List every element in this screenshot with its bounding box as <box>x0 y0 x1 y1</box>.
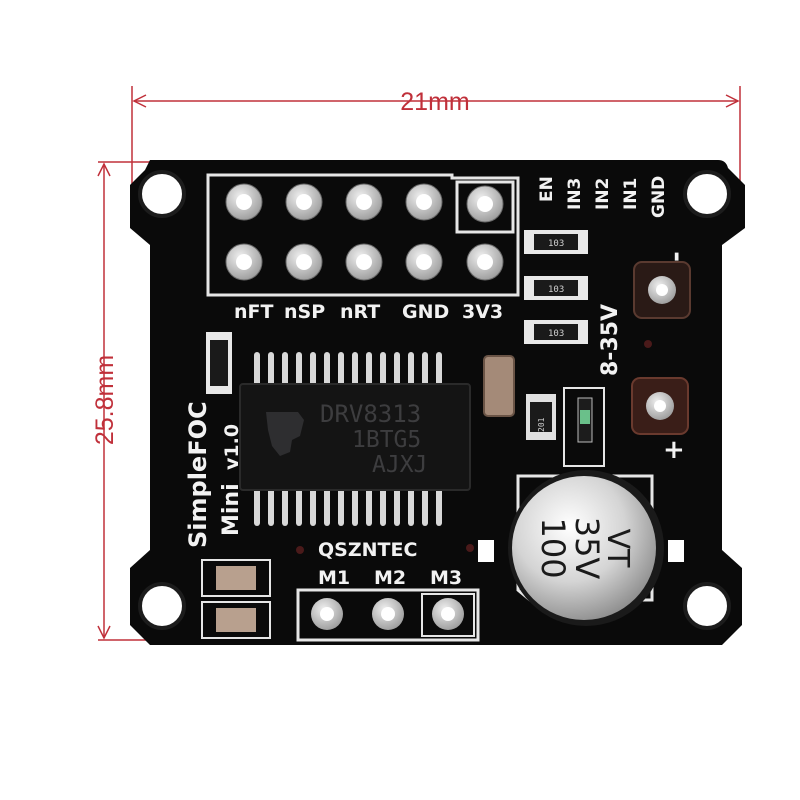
capacitor-marking: VT 35V 100 <box>534 517 635 580</box>
label-nsp: nSP <box>284 301 325 323</box>
label-side-gnd: GND <box>649 176 669 218</box>
led-icon <box>580 410 590 424</box>
label-m3: M3 <box>430 567 462 589</box>
width-dimension-label: 21mm <box>400 88 469 116</box>
pin-header <box>206 173 520 297</box>
label-in3: IN3 <box>565 178 585 210</box>
ic-line-2: 1BTG5 <box>352 427 421 453</box>
capacitor-series: VT <box>600 529 635 569</box>
small-pads <box>296 340 684 562</box>
label-in2: IN2 <box>593 178 613 210</box>
motor-terminals <box>296 588 480 642</box>
resistor-code-3: 103 <box>548 329 564 339</box>
ic-line-3: AJXJ <box>372 452 427 478</box>
height-dimension-label: 25.8mm <box>91 355 119 445</box>
side-pin-labels: EN IN3 IN2 IN1 GND <box>537 176 669 218</box>
label-m2: M2 <box>374 567 406 589</box>
capacitor-value: 100 <box>534 517 572 578</box>
voltage-label: 8-35V <box>598 304 623 376</box>
driver-ic: DRV8313 1BTG5 AJXJ <box>239 352 471 526</box>
label-in1: IN1 <box>621 178 641 210</box>
label-3v3: 3V3 <box>462 301 503 323</box>
electrolytic-capacitor <box>508 470 664 626</box>
mounting-holes <box>138 170 731 630</box>
brand-label: QSZNTEC <box>318 539 417 561</box>
smd-capacitors <box>201 559 271 639</box>
label-en: EN <box>537 176 557 202</box>
polarity-plus: + <box>663 435 685 465</box>
board-version: v1.0 <box>221 424 243 470</box>
ic-pins-bottom <box>254 488 442 526</box>
label-m1: M1 <box>318 567 350 589</box>
ti-logo-icon <box>266 412 304 456</box>
height-dimension <box>97 161 170 641</box>
tan-capacitor <box>483 355 515 417</box>
motor-labels: M1 M2 M3 <box>318 567 462 589</box>
led-area <box>526 387 605 467</box>
ic-pins-top <box>254 352 442 388</box>
resistor-code-2: 103 <box>548 285 564 295</box>
board-variant: Mini <box>219 483 244 536</box>
label-nrt: nRT <box>340 301 380 323</box>
smd-resistors <box>206 230 588 394</box>
capacitor-voltage: 35V <box>568 517 606 580</box>
power-pads <box>631 261 691 435</box>
small-resistor-code: 201 <box>537 417 546 432</box>
label-gnd: GND <box>402 301 449 323</box>
polarity-minus: - <box>661 251 691 262</box>
ic-line-1: DRV8313 <box>320 400 421 428</box>
resistor-code-1: 103 <box>548 239 564 249</box>
header-pad-holes <box>236 194 493 270</box>
board-name: SimpleFOC <box>184 401 212 548</box>
label-nft: nFT <box>234 301 274 323</box>
header-labels: nFT nSP nRT GND 3V3 <box>234 301 503 323</box>
